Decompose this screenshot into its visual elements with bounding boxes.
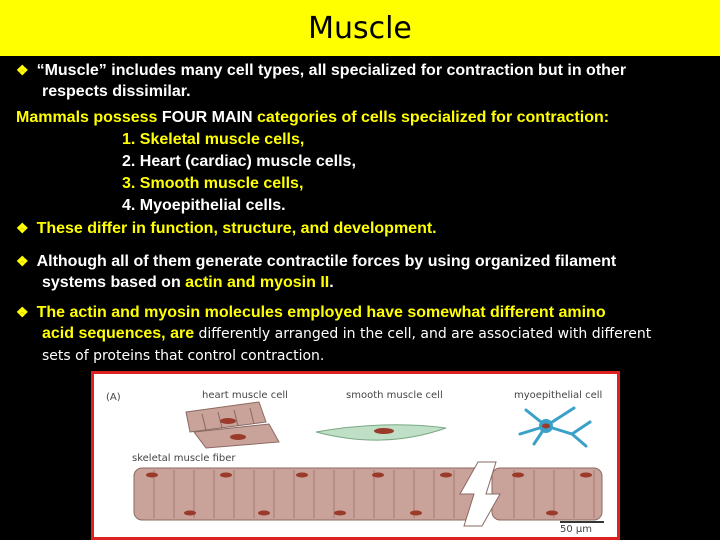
mammals-line: Mammals possess FOUR MAIN categories of … <box>16 109 610 126</box>
diamond-bullet-icon: ❖ <box>16 220 29 236</box>
bullet-4-line-2: acid sequences, are differently arranged… <box>42 325 652 342</box>
diamond-bullet-icon: ❖ <box>16 304 29 320</box>
myoepithelial-cell-label: myoepithelial cell <box>514 390 603 401</box>
scale-bar-label: 50 μm <box>560 524 593 535</box>
skeletal-muscle-fiber-drawing <box>133 461 603 527</box>
slide-title: Muscle <box>308 10 412 46</box>
bullet-3-line-1: ❖Although all of them generate contracti… <box>16 253 617 270</box>
bullet-4-line-1: ❖The actin and myosin molecules employed… <box>16 304 606 321</box>
list-item-3: 3. Smooth muscle cells, <box>122 175 304 192</box>
bullet-1-line-1: ❖“Muscle” includes many cell types, all … <box>16 62 627 79</box>
bullet-4-line-3: sets of proteins that control contractio… <box>42 348 325 364</box>
smooth-cell-label: smooth muscle cell <box>346 390 443 401</box>
heart-cell-label: heart muscle cell <box>202 390 288 401</box>
muscle-cells-figure: (A) heart muscle cell smooth muscle cell… <box>91 371 620 540</box>
myoepithelial-cell-drawing <box>518 406 592 448</box>
diamond-bullet-icon: ❖ <box>16 253 29 269</box>
smooth-muscle-cell-drawing <box>315 424 447 441</box>
list-item-4: 4. Myoepithelial cells. <box>122 197 286 214</box>
figure-drawing <box>133 401 604 527</box>
title-bar: Muscle <box>0 0 720 56</box>
skeletal-fiber-label: skeletal muscle fiber <box>132 453 236 464</box>
heart-muscle-cell-drawing <box>185 401 280 449</box>
diamond-bullet-icon: ❖ <box>16 62 29 78</box>
bullet-2: ❖These differ in function, structure, an… <box>16 220 437 237</box>
bullet-1-line-2: respects dissimilar. <box>42 83 191 100</box>
list-item-1: 1. Skeletal muscle cells, <box>122 131 305 148</box>
panel-label: (A) <box>106 392 121 403</box>
list-item-2: 2. Heart (cardiac) muscle cells, <box>122 153 356 170</box>
bullet-3-line-2: systems based on actin and myosin II. <box>42 274 334 291</box>
